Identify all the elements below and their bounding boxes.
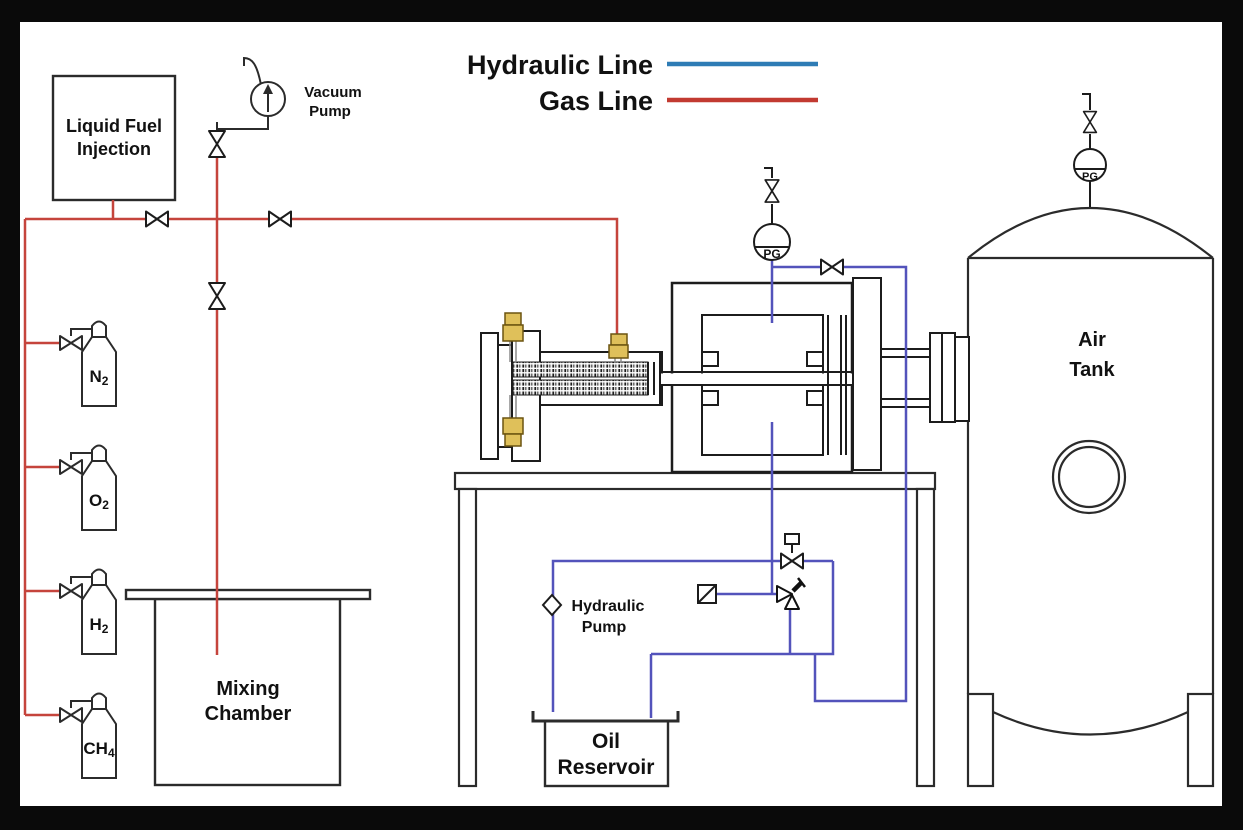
gas-lines xyxy=(23,158,619,717)
cylinder-label-o2: O2 xyxy=(89,491,109,512)
machine-pg-label: PG xyxy=(763,247,780,261)
machine-pressure-gauge xyxy=(753,167,791,261)
legend-hydraulic-label: Hydraulic Line xyxy=(467,50,653,80)
air-tank xyxy=(966,206,1215,788)
cylinder-label-n2: N2 xyxy=(90,367,109,388)
check-valve-icon xyxy=(697,584,717,604)
hydraulic-pump-label-1: Hydraulic xyxy=(572,598,645,615)
mixing-chamber-label-1: Mixing xyxy=(216,678,279,700)
vacuum-pump-label-2: Pump xyxy=(309,103,351,120)
cylinder-label-h2: H2 xyxy=(90,615,109,636)
tank-pg-label: PG xyxy=(1082,171,1098,183)
liquid-fuel-injection-box xyxy=(51,74,177,202)
mixing-chamber-label-2: Chamber xyxy=(205,703,292,725)
vacuum-pump-icon xyxy=(216,56,286,130)
table xyxy=(453,471,937,788)
cylinder-label-ch4: CH4 xyxy=(83,739,115,760)
air-tank-label-1: Air xyxy=(1078,329,1106,351)
left-flange xyxy=(480,332,499,460)
piston-rod xyxy=(660,371,853,386)
tank-connection xyxy=(881,332,970,423)
legend: Hydraulic Line Gas Line xyxy=(467,50,818,116)
brass-fittings xyxy=(502,312,629,447)
liquid-fuel-label-1: Liquid Fuel xyxy=(66,116,162,136)
mixing-chamber xyxy=(124,588,372,787)
oil-reservoir-label-1: Oil xyxy=(592,730,620,753)
labels: Liquid Fuel Injection Vacuum Pump Mixing… xyxy=(66,84,1115,779)
gas-inlet-fitting xyxy=(610,333,628,346)
oil-reservoir-label-2: Reservoir xyxy=(558,756,655,779)
tank-porthole xyxy=(1051,439,1127,515)
hydraulic-lines xyxy=(551,260,908,718)
hydraulic-pump-label-2: Pump xyxy=(582,619,627,636)
three-way-valve-icon xyxy=(776,577,806,610)
vacuum-pump-label-1: Vacuum xyxy=(304,84,362,101)
legend-gas-label: Gas Line xyxy=(539,86,653,116)
heated-barrel xyxy=(512,361,649,396)
oil-reservoir xyxy=(531,711,680,788)
air-tank-label-2: Tank xyxy=(1069,359,1115,381)
tank-pressure-gauge xyxy=(1073,93,1107,207)
liquid-fuel-label-2: Injection xyxy=(77,139,151,159)
hydraulic-pump-icon xyxy=(541,593,563,617)
valves xyxy=(145,130,844,617)
gate-valve-icon xyxy=(784,533,800,553)
